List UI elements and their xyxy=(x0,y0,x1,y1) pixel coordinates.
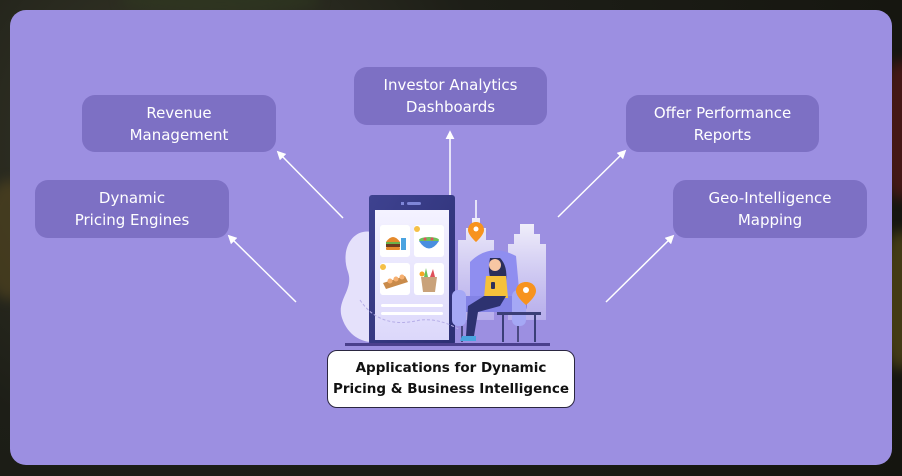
node-label-line1: Dynamic xyxy=(98,189,166,207)
node-label-line2: Reports xyxy=(693,125,752,144)
side-table-icon xyxy=(497,312,541,342)
phone-mockup xyxy=(359,195,461,345)
node-label-line1: Revenue xyxy=(146,103,212,122)
background-blob xyxy=(340,231,372,342)
node-label-line1: Geo-Intelligence xyxy=(708,189,832,207)
node-label-line2: Mapping xyxy=(737,211,803,229)
node-label-line2: Management xyxy=(129,125,229,144)
node-label-line2: Dashboards xyxy=(405,98,496,116)
arrow-to-revenue-management xyxy=(276,150,344,219)
node-label-line1: Investor Analytics xyxy=(383,76,518,94)
floor-line xyxy=(345,343,550,346)
node-investor-analytics-dashboards: Investor Analytics Dashboards xyxy=(354,67,547,125)
burger-icon xyxy=(386,237,406,250)
center-title-box: Applications for Dynamic Pricing & Busin… xyxy=(327,350,575,408)
node-revenue-management: Revenue Management xyxy=(82,95,276,152)
node-geo-intelligence-mapping: Geo-Intelligence Mapping xyxy=(673,180,867,238)
woman-with-phone-icon xyxy=(460,258,508,341)
center-title-line1: Applications for Dynamic xyxy=(355,360,547,376)
node-dynamic-pricing-engines: Dynamic Pricing Engines xyxy=(35,180,229,238)
node-label-line1: Offer Performance xyxy=(653,103,792,122)
location-pin-icon xyxy=(468,222,484,242)
node-offer-performance-reports: Offer Performance Reports xyxy=(626,95,819,152)
arrow-to-offer-performance xyxy=(557,149,627,218)
node-label-line2: Pricing Engines xyxy=(74,211,190,229)
location-pin-icon xyxy=(516,282,536,305)
salad-bowl-icon xyxy=(414,226,439,249)
grocery-bag-icon xyxy=(419,268,437,292)
arrow-to-geo-intelligence xyxy=(605,234,675,303)
sushi-tray-icon xyxy=(380,264,408,289)
center-title-line2: Pricing & Business Intelligence xyxy=(332,381,570,397)
arrow-to-dynamic-pricing-engines xyxy=(227,234,297,303)
